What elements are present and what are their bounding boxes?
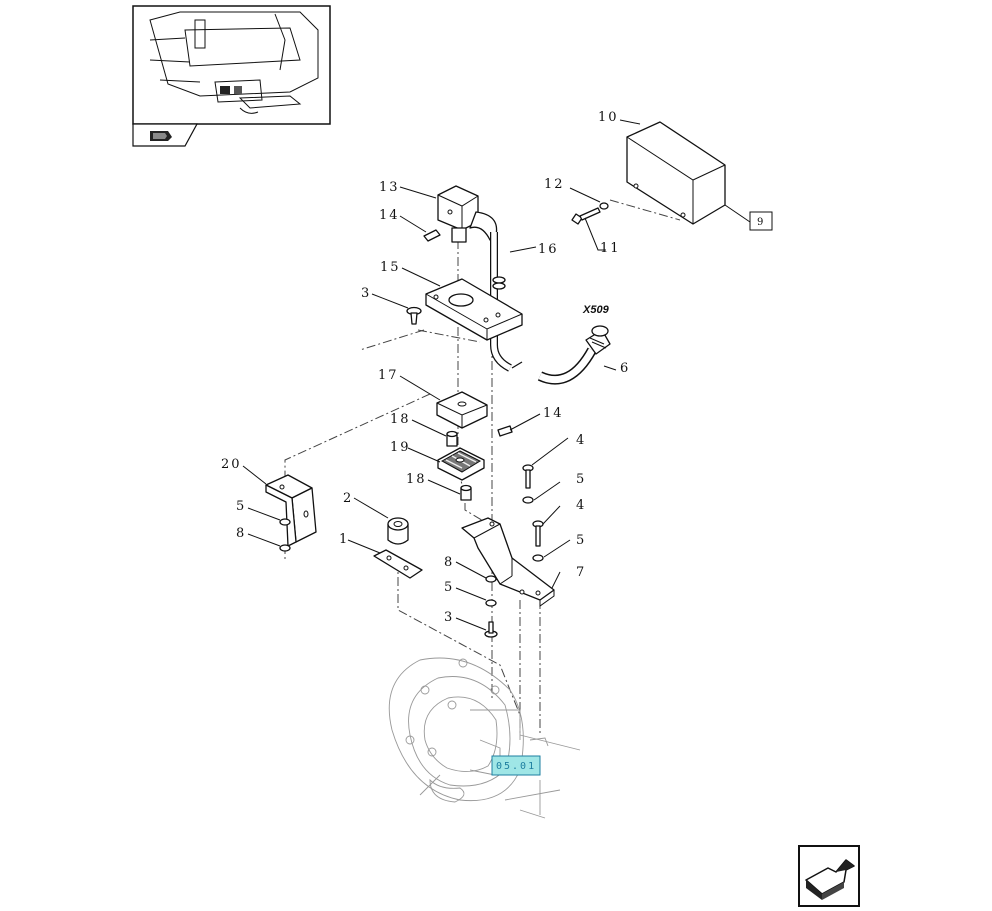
callout-4-lower: 4 — [576, 498, 586, 513]
next-page-button[interactable] — [798, 845, 860, 907]
part-3-screw-upper[interactable] — [406, 306, 422, 325]
part-8-nut-center[interactable] — [485, 575, 497, 583]
next-page-arrow-icon — [805, 859, 855, 900]
callout-15: 15 — [380, 260, 401, 275]
callout-8-center: 8 — [444, 555, 454, 570]
callout-5-upper-right: 5 — [576, 472, 586, 487]
boxed-ref-9[interactable]: 9 — [724, 204, 773, 231]
callout-13: 13 — [379, 180, 400, 195]
part-12-washer[interactable] — [599, 202, 609, 210]
callout-14-upper: 14 — [379, 208, 400, 223]
svg-text:05.01: 05.01 — [496, 761, 536, 772]
part-3-screw-lower[interactable] — [484, 621, 498, 638]
part-6-cable-connector[interactable] — [511, 325, 611, 385]
part-5-washer-upper-right[interactable] — [522, 496, 534, 504]
callout-16: 16 — [538, 242, 559, 257]
part-10-control-box[interactable] — [626, 121, 726, 225]
callout-5-center: 5 — [444, 580, 454, 595]
callout-2: 2 — [343, 491, 353, 506]
callout-8-left: 8 — [236, 526, 246, 541]
connector-label-x509: X509 — [582, 304, 610, 316]
part-19-rubber-mount[interactable] — [437, 447, 485, 481]
part-2-spacer[interactable] — [387, 517, 409, 545]
callout-7: 7 — [576, 565, 586, 580]
part-4-bolt-upper[interactable] — [522, 464, 534, 489]
callout-6: 6 — [620, 361, 630, 376]
part-15-mounting-plate[interactable] — [425, 278, 523, 341]
part-1-plate[interactable] — [373, 549, 423, 579]
part-7-support-bracket[interactable] — [461, 517, 555, 607]
part-8-nut-left[interactable] — [279, 544, 291, 552]
svg-text:9: 9 — [757, 217, 763, 228]
part-14-pin-upper[interactable] — [423, 229, 441, 242]
part-5-washer-center[interactable] — [485, 599, 497, 607]
callout-3-lower: 3 — [444, 610, 454, 625]
callout-17: 17 — [378, 368, 399, 383]
location-thumbnail[interactable] — [132, 5, 331, 125]
callout-3-upper: 3 — [361, 286, 371, 301]
part-4-bolt-lower[interactable] — [532, 520, 544, 547]
part-20-bracket[interactable] — [265, 474, 317, 547]
part-11-screw[interactable] — [571, 207, 601, 225]
callout-14-lower: 14 — [543, 406, 564, 421]
part-17-block[interactable] — [436, 391, 488, 429]
callout-10: 10 — [598, 110, 619, 125]
book-arrow-icon — [150, 131, 172, 141]
callout-1: 1 — [339, 532, 349, 547]
part-5-washer-left[interactable] — [279, 518, 291, 526]
part-5-washer-lower-right[interactable] — [532, 554, 544, 562]
callout-20: 20 — [221, 457, 242, 472]
callout-19: 19 — [390, 440, 411, 455]
thumbnail-tab[interactable] — [132, 123, 199, 147]
callout-4-upper: 4 — [576, 433, 586, 448]
callout-11: 11 — [600, 241, 621, 256]
axle-hub-reference — [388, 657, 581, 819]
part-13-switch-head[interactable] — [437, 185, 498, 243]
part-16-cable[interactable] — [490, 232, 512, 372]
callout-18-upper: 18 — [390, 412, 411, 427]
callout-18-lower: 18 — [406, 472, 427, 487]
callout-12: 12 — [544, 177, 565, 192]
callout-5-left: 5 — [236, 499, 246, 514]
leader-lines — [242, 119, 641, 631]
section-ref-tag[interactable]: 05.01 — [491, 755, 541, 776]
part-18-bushing-upper[interactable] — [446, 430, 458, 447]
callout-5-lower-right: 5 — [576, 533, 586, 548]
part-14-pin-lower[interactable] — [497, 425, 513, 437]
part-18-bushing-lower[interactable] — [460, 484, 472, 501]
